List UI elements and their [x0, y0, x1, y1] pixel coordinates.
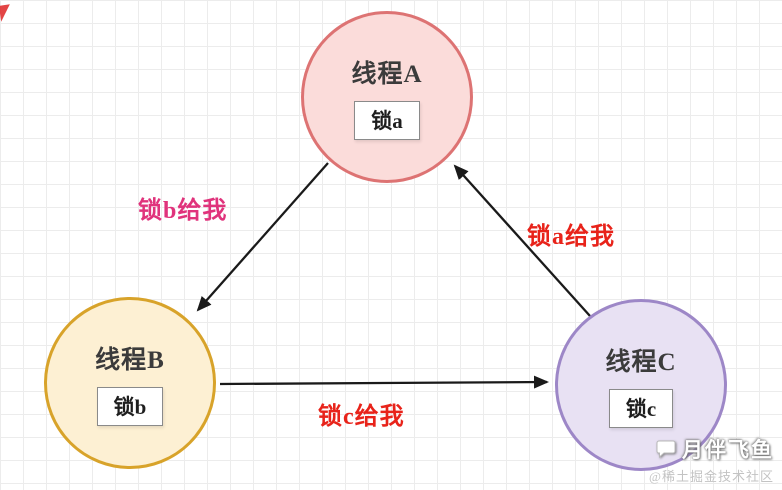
watermark-name-row: 月伴飞鱼: [649, 434, 774, 464]
thread-a-lock-label: 锁a: [371, 109, 403, 133]
edge-label-give-me-lock-b: 锁b给我: [138, 198, 228, 224]
node-thread-a: 线程A 锁a: [301, 11, 473, 183]
node-thread-b: 线程B 锁b: [44, 297, 216, 469]
thread-b-label: 线程B: [95, 347, 165, 374]
watermark-community: @稀土掘金技术社区: [649, 469, 774, 484]
edge-label-give-me-lock-c: 锁c给我: [318, 404, 405, 430]
thread-c-label: 线程C: [605, 349, 677, 376]
chat-bubble-icon: [656, 440, 676, 458]
arrow-b-to-c: [219, 375, 549, 389]
thread-c-lock-label: 锁c: [625, 397, 657, 421]
thread-a-label: 线程A: [351, 61, 423, 88]
thread-a-lock-box: 锁a: [354, 101, 420, 140]
thread-b-lock-label: 锁b: [113, 395, 147, 419]
thread-c-lock-box: 锁c: [608, 389, 674, 428]
arrow-a-to-b: [196, 162, 329, 312]
watermark-name: 月伴飞鱼: [682, 438, 774, 462]
edge-label-give-me-lock-a: 锁a给我: [527, 224, 615, 250]
thread-b-lock-box: 锁b: [96, 387, 164, 426]
node-thread-c: 线程C 锁c: [555, 299, 727, 471]
watermark: 月伴飞鱼 @稀土掘金技术社区: [649, 434, 774, 485]
corner-pen-mark: [0, 4, 13, 22]
